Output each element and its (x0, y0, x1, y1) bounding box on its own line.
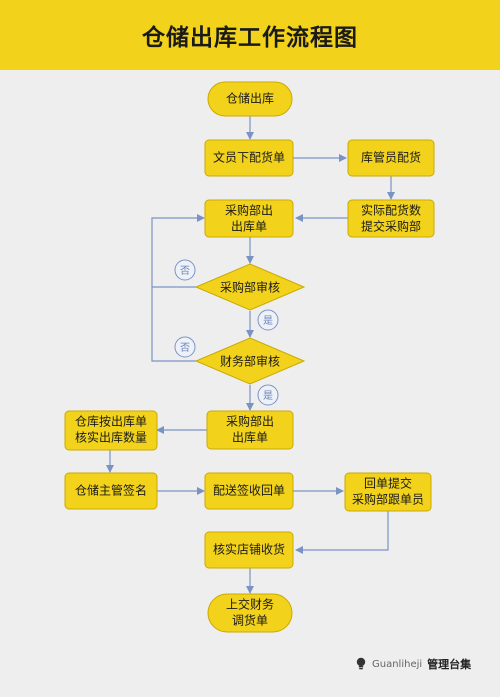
node-clerk-order: 文员下配货单 (204, 139, 294, 177)
edge-label-yes-2-text: 是 (263, 390, 273, 402)
edge-review-no-loop (151, 214, 205, 288)
footer-brand-cn: 管理台集 (427, 658, 472, 671)
node-keeper-picking: 库管员配货 (347, 139, 435, 177)
node-delivery-sign: 配送签收回单 (204, 472, 294, 510)
edge-label-no-2: 否 (174, 336, 196, 358)
node-end-line1: 上交财务 (226, 597, 274, 612)
node-return-submit-line2: 采购部跟单员 (352, 492, 424, 507)
edge-label-yes-1: 是 (257, 309, 279, 331)
node-return-submit-line1: 回单提交 (364, 476, 412, 491)
node-supervisor-sign-text: 仓储主管签名 (75, 483, 147, 498)
node-purchase-outbound-2-line1: 采购部出 (226, 414, 274, 429)
node-warehouse-verify: 仓库按出库单 核实出库数量 (64, 410, 158, 451)
node-start: 仓储出库 (207, 81, 293, 117)
node-warehouse-verify-line2: 核实出库数量 (75, 430, 147, 445)
node-finance-review: 财务部审核 (194, 337, 306, 385)
node-store-verify-text: 核实店铺收货 (213, 542, 285, 557)
node-clerk-order-text: 文员下配货单 (213, 150, 285, 165)
node-supervisor-sign: 仓储主管签名 (64, 472, 158, 510)
edge-label-no-2-text: 否 (180, 342, 190, 354)
edge-label-yes-1-text: 是 (263, 315, 273, 327)
node-finance-review-text: 财务部审核 (220, 354, 280, 369)
node-purchase-outbound-line2: 出库单 (231, 219, 267, 234)
node-purchase-review-text: 采购部审核 (220, 280, 280, 295)
node-return-submit: 回单提交 采购部跟单员 (344, 472, 432, 512)
footer-brand-en: Guanliheji (372, 658, 423, 670)
node-end-line2: 调货单 (232, 613, 268, 628)
edge-finance-no-loop (151, 287, 197, 362)
node-actual-quantity-line1: 实际配货数 (361, 203, 421, 218)
footer-brand: Guanliheji 管理台集 (355, 654, 471, 674)
node-purchase-outbound-line1: 采购部出 (225, 203, 273, 218)
node-actual-quantity-line2: 提交采购部 (361, 219, 421, 234)
edge-label-yes-2: 是 (257, 384, 279, 406)
edge-return-to-store (295, 511, 389, 554)
edge-label-no-1-text: 否 (180, 265, 190, 277)
node-start-text: 仓储出库 (226, 91, 274, 106)
edges (106, 116, 395, 594)
node-warehouse-verify-line1: 仓库按出库单 (75, 414, 147, 429)
node-store-verify: 核实店铺收货 (204, 531, 294, 569)
node-keeper-picking-text: 库管员配货 (361, 150, 421, 165)
node-purchase-outbound-2-line2: 出库单 (232, 430, 268, 445)
node-purchase-outbound-2: 采购部出 出库单 (206, 410, 294, 450)
node-delivery-sign-text: 配送签收回单 (213, 483, 285, 498)
lightbulb-icon (356, 657, 366, 670)
edge-label-no-1: 否 (174, 259, 196, 281)
page-title: 仓储出库工作流程图 (142, 25, 358, 51)
node-purchase-review: 采购部审核 (194, 263, 306, 311)
node-actual-quantity: 实际配货数 提交采购部 (347, 199, 435, 238)
node-purchase-outbound: 采购部出 出库单 (204, 199, 294, 238)
header-banner: 仓储出库工作流程图 (0, 0, 500, 70)
node-end: 上交财务 调货单 (207, 593, 293, 633)
